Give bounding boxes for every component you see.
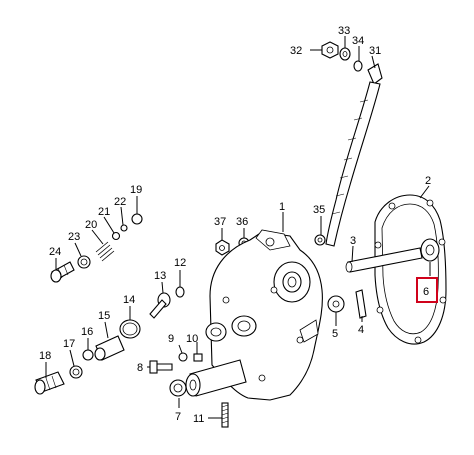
callout-1: 1: [279, 201, 285, 213]
sensor-18: [34, 371, 65, 395]
callout-8: 8: [137, 362, 143, 374]
callout-7: 7: [175, 411, 181, 423]
o-ring-17: [69, 365, 83, 379]
ring-23: [77, 255, 91, 269]
callout-22: 22: [114, 196, 126, 208]
callout-24: 24: [49, 246, 61, 258]
callout-2: 2: [425, 175, 431, 187]
callout-11: 11: [193, 413, 204, 425]
shaft-3: [345, 247, 423, 273]
callout-37: 37: [214, 216, 226, 228]
callout-23: 23: [68, 231, 80, 243]
cap-19: [131, 213, 143, 225]
washer-33: [339, 47, 351, 61]
callout-36: 36: [236, 216, 248, 228]
callout-34: 34: [352, 35, 364, 47]
callout-4: 4: [358, 324, 364, 336]
callout-14: 14: [123, 294, 135, 306]
ball-21: [111, 231, 121, 241]
valve-15: [94, 335, 125, 361]
callout-6: 6: [423, 286, 429, 298]
leader-lines: [45, 36, 431, 419]
nut-32: [321, 41, 339, 59]
main-housing: [185, 229, 323, 401]
strap-bracket: [325, 63, 383, 247]
highlight-box: [416, 277, 438, 303]
callout-3: 3: [350, 235, 356, 247]
washer-16: [82, 349, 94, 361]
callout-16: 16: [81, 326, 93, 338]
callout-5: 5: [332, 328, 338, 340]
nut-37: [215, 239, 230, 256]
callout-21: 21: [98, 206, 110, 218]
callout-17: 17: [63, 338, 75, 350]
callout-13: 13: [154, 270, 166, 282]
callout-9: 9: [168, 333, 174, 345]
callout-32: 32: [290, 45, 302, 57]
washer-9: [178, 352, 188, 362]
washer-34: [353, 60, 363, 72]
callout-18: 18: [39, 350, 51, 362]
cap-12: [175, 286, 185, 298]
callout-labels: 32 33 34 31 2 3 4 5 6 1 35 36 37 12 13 1…: [39, 25, 431, 425]
callout-15: 15: [98, 310, 110, 322]
o-ring-14: [119, 319, 141, 339]
callout-31: 31: [369, 45, 381, 57]
spring-20: [95, 241, 115, 262]
callout-10: 10: [186, 333, 198, 345]
callout-33: 33: [338, 25, 350, 37]
plug-24: [50, 261, 75, 283]
washer-22: [120, 224, 128, 232]
stud-11: [221, 402, 229, 428]
callout-19: 19: [130, 184, 142, 196]
callout-35: 35: [313, 204, 325, 216]
callout-12: 12: [174, 257, 186, 269]
bushing-5: [327, 295, 345, 313]
washer-35: [314, 234, 326, 246]
callout-20: 20: [85, 219, 97, 231]
seal-7: [169, 379, 187, 397]
cover-gasket: [374, 194, 447, 345]
stud-10: [193, 353, 203, 362]
gear-shaft-13: [149, 292, 171, 319]
bolt-8: [149, 360, 173, 374]
pin-4: [355, 289, 367, 319]
